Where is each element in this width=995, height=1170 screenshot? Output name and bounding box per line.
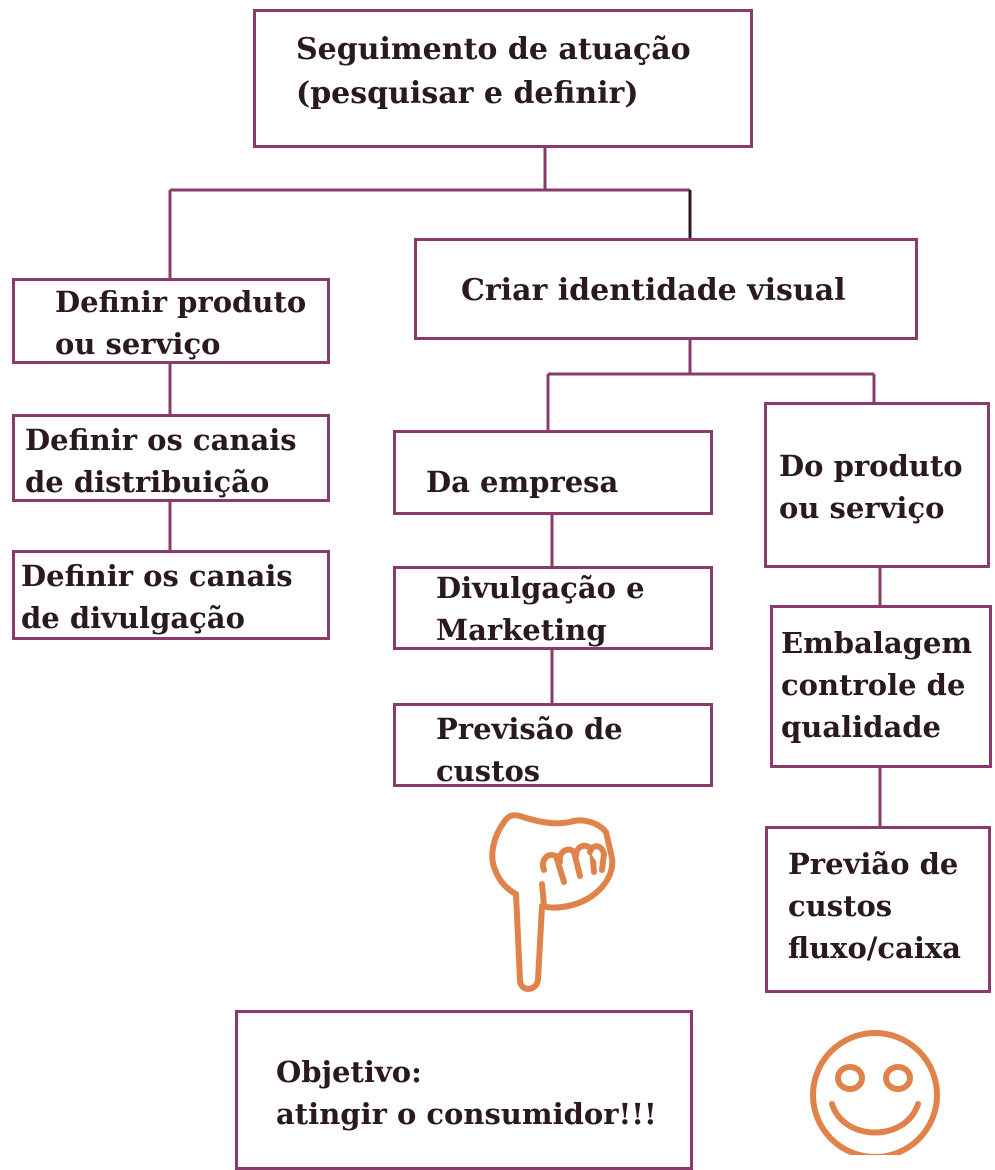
node-text-line: controle de <box>781 668 966 703</box>
node-text-line: Embalagem <box>781 626 973 660</box>
node-text-line: Objetivo: <box>276 1055 422 1089</box>
node-previsao-custos: Previsão de custos <box>393 703 713 788</box>
node-criar-identidade-visual: Criar identidade visual <box>414 238 918 340</box>
node-canais-distribuicao: Definir os canais de distribuição <box>12 414 330 502</box>
node-text-line: de distribuição <box>25 465 270 500</box>
node-da-empresa: Da empresa <box>393 430 713 515</box>
node-text-line: Previão de <box>788 847 959 881</box>
node-text-line: Criar identidade visual <box>461 273 846 308</box>
node-text-line: Definir os canais <box>21 559 293 593</box>
node-text-line: Marketing <box>436 613 607 648</box>
node-text-line: Previsão de <box>436 712 623 746</box>
node-text-line: Do produto <box>779 449 963 483</box>
node-text-line: atingir o consumidor!!! <box>276 1097 657 1132</box>
node-do-produto: Do produto ou serviço <box>764 402 990 568</box>
node-text-line: de divulgação <box>21 601 245 636</box>
node-divulgacao-marketing: Divulgação e Marketing <box>393 566 713 650</box>
node-seguimento-atuacao: Seguimento de atuação (pesquisar e defin… <box>253 9 753 148</box>
node-text-line: custos <box>436 754 541 789</box>
node-text-line: Definir os canais <box>25 423 297 457</box>
pointing-hand-icon <box>489 812 616 992</box>
node-text-line: Seguimento de atuação <box>296 32 691 67</box>
node-text-line: Da empresa <box>426 465 619 499</box>
node-text-line: Definir produto <box>55 285 307 319</box>
node-text-line: (pesquisar e definir) <box>296 75 639 111</box>
node-text-line: qualidade <box>781 710 941 745</box>
node-previao-custos-fluxo: Previão de custos fluxo/caixa <box>765 826 991 993</box>
node-text-line: fluxo/caixa <box>788 931 961 966</box>
node-text-line: ou serviço <box>55 327 221 362</box>
node-text-line: custos <box>788 889 893 924</box>
node-definir-produto: Definir produto ou serviço <box>12 278 330 364</box>
node-canais-divulgacao: Definir os canais de divulgação <box>12 550 330 640</box>
smiley-face-icon <box>810 1030 940 1155</box>
node-text-line: ou serviço <box>779 491 945 526</box>
node-objetivo: Objetivo: atingir o consumidor!!! <box>235 1010 693 1170</box>
node-embalagem: Embalagem controle de qualidade <box>770 605 992 768</box>
node-text-line: Divulgação e <box>436 571 645 605</box>
